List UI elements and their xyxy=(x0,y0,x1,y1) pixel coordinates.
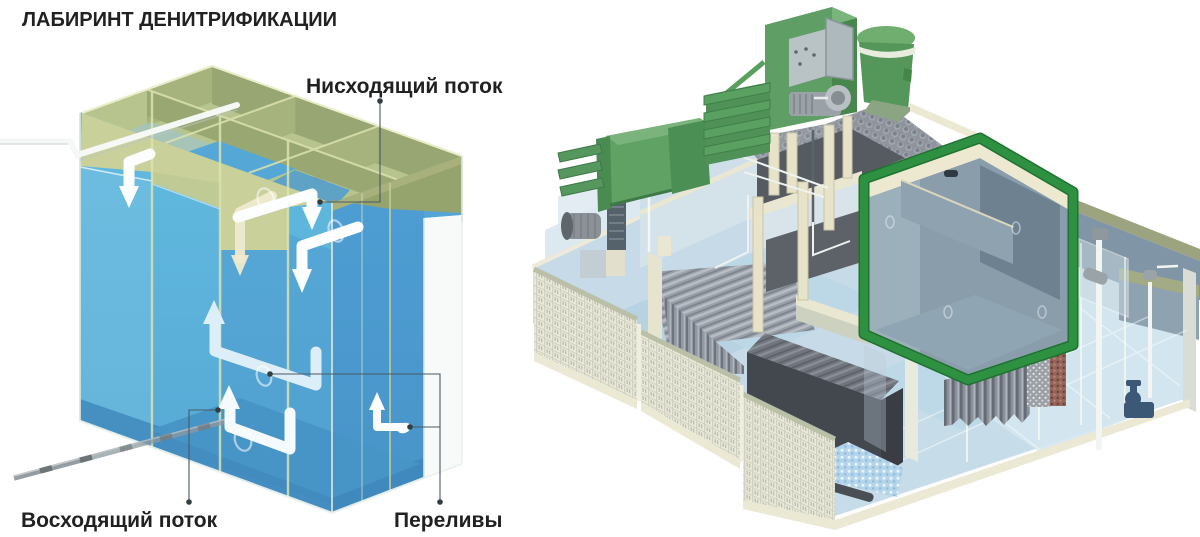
svg-text:Переливы: Переливы xyxy=(394,509,502,532)
svg-text:ЛАБИРИНТ ДЕНИТРИФИКАЦИИ: ЛАБИРИНТ ДЕНИТРИФИКАЦИИ xyxy=(22,9,337,31)
svg-text:Нисходящий поток: Нисходящий поток xyxy=(306,75,503,98)
svg-text:Восходящий поток: Восходящий поток xyxy=(21,509,218,532)
